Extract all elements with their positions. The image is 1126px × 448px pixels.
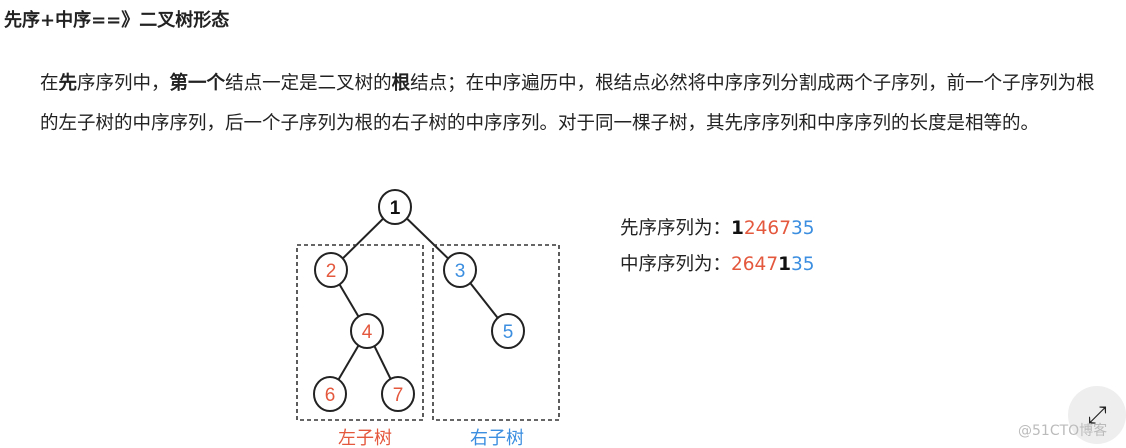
tree-node-label: 7 <box>393 385 404 406</box>
tree-node-label: 2 <box>326 261 337 282</box>
tree-node-7 <box>381 376 415 412</box>
tree-node-3 <box>443 252 477 288</box>
left-subtree-box <box>296 244 424 421</box>
right-part: 35 <box>790 218 815 239</box>
bold-text: 第一个 <box>169 73 226 94</box>
label: 先序序列为： <box>620 218 732 239</box>
paragraph: 在先序序列中，第一个结点一定是二叉树的根结点；在中序遍历中，根结点必然将中序序列… <box>40 64 1100 144</box>
text: 序序列中， <box>77 73 170 94</box>
text: 结点一定是二叉树的 <box>225 73 392 94</box>
expand-button[interactable]: ⤢ <box>1068 386 1126 444</box>
page-title: 先序+中序==》二叉树形态 <box>4 10 230 31</box>
root-part: 1 <box>731 218 744 239</box>
text: 结点；在中序遍历中，根结点必然将中序序列分割成两个子序列，前一个子序列为根的左子… <box>40 73 1095 134</box>
tree-node-4 <box>350 313 384 349</box>
bold-text: 先 <box>58 73 78 94</box>
tree-node-6 <box>313 376 347 412</box>
tree-node-1 <box>378 189 412 225</box>
label: 中序序列为： <box>620 254 732 275</box>
tree-node-2 <box>314 252 348 288</box>
preorder-sequence: 先序序列为：1246735 <box>620 214 815 240</box>
tree-node-label: 6 <box>325 385 336 406</box>
tree-node-5 <box>491 313 525 349</box>
root-part: 1 <box>778 254 791 275</box>
watermark: @51CTO博客 <box>1018 423 1108 439</box>
bold-text: 根 <box>391 73 411 94</box>
right-subtree-label: 右子树 <box>470 428 524 448</box>
left-subtree-label: 左子树 <box>338 428 392 448</box>
right-part: 35 <box>790 254 815 275</box>
left-part: 2647 <box>731 254 779 275</box>
left-part: 2467 <box>743 218 791 239</box>
tree-node-label: 3 <box>455 261 466 282</box>
tree-node-label: 1 <box>390 198 401 219</box>
text: 在 <box>40 73 59 94</box>
tree-node-label: 4 <box>362 322 373 343</box>
inorder-sequence: 中序序列为：2647135 <box>620 250 815 276</box>
right-subtree-box <box>432 244 560 421</box>
tree-node-label: 5 <box>503 322 514 343</box>
expand-arrows-icon: ⤢ <box>1087 401 1107 429</box>
